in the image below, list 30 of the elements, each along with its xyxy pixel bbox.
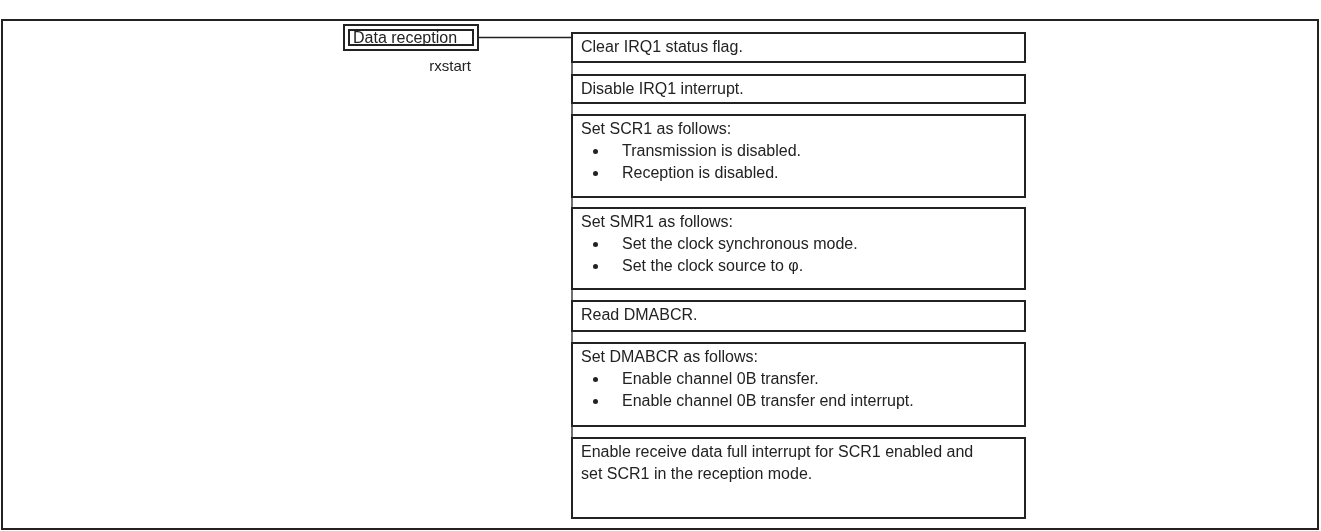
step-text: Set DMABCR as follows: <box>581 347 759 367</box>
process-box <box>571 437 1026 519</box>
process-box <box>571 114 1026 198</box>
start-label: Data reception <box>353 30 458 45</box>
connector-line <box>571 197 573 208</box>
bullet-text: Reception is disabled. <box>622 164 779 181</box>
process-box <box>571 207 1026 290</box>
step-text: Clear IRQ1 status flag. <box>581 37 744 57</box>
process-box <box>571 74 1026 104</box>
step-text: Disable IRQ1 interrupt. <box>581 79 745 99</box>
routine-name: rxstart <box>429 57 471 74</box>
connector-line <box>478 36 572 39</box>
bullet-text: Set the clock synchronous mode. <box>622 235 858 252</box>
connector-line <box>571 289 573 301</box>
step-text: Read DMABCR. <box>581 305 699 325</box>
process-box <box>571 300 1026 332</box>
bullet-text: Enable channel 0B transfer. <box>622 370 819 387</box>
start-box <box>343 24 479 51</box>
bullet-text: Enable channel 0B transfer end interrupt. <box>622 392 914 409</box>
step-text: Set SCR1 as follows: <box>581 119 733 139</box>
connector-line <box>571 62 573 75</box>
process-box <box>571 32 1026 63</box>
bullet-text: Set the clock source to φ. <box>622 257 804 274</box>
connector-line <box>571 426 573 438</box>
step-text: Enable receive data full interrupt for SCR1 enabled and set SCR1 in the reception mode. <box>581 442 975 484</box>
connector-line <box>571 331 573 343</box>
step-text: Set SMR1 as follows: <box>581 212 735 232</box>
connector-line <box>571 103 573 115</box>
process-box <box>571 342 1026 427</box>
bullet-text: Transmission is disabled. <box>622 142 802 159</box>
